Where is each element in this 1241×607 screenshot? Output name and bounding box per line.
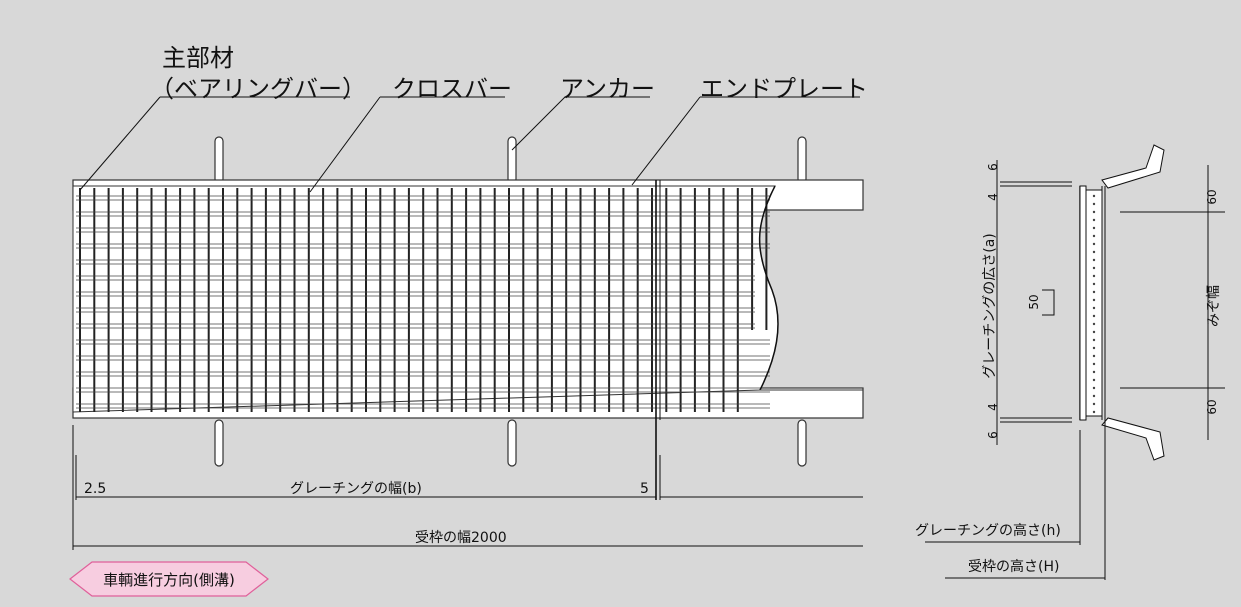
main-member-label: 主部材 xyxy=(162,44,234,72)
bearing-bar-label: （ベアリングバー） xyxy=(150,75,366,103)
section-holes xyxy=(1092,194,1096,414)
cross-section xyxy=(925,144,1225,580)
dim-4-top: 4 xyxy=(986,193,1000,201)
dim-right-value: 5 xyxy=(640,481,649,497)
grating-width-label: グレーチングの幅(b) xyxy=(290,481,422,497)
cross-bars xyxy=(76,195,770,409)
leader-lines xyxy=(79,96,860,193)
dim-6-top: 6 xyxy=(986,163,1000,171)
break-line xyxy=(758,185,779,391)
direction-arrow-shape xyxy=(69,561,269,597)
dim-60-bottom: 60 xyxy=(1205,399,1219,415)
bearing-bars xyxy=(79,188,768,412)
grating-height-label: グレーチングの高さ(h) xyxy=(915,523,1061,539)
dimension-lines xyxy=(72,425,863,550)
anchor-pins xyxy=(214,136,807,467)
dim-60-top: 60 xyxy=(1205,189,1219,205)
end-plate-label: エンドプレート xyxy=(700,75,868,103)
dim-50: 50 xyxy=(1027,294,1041,310)
grating-spread-label: グレーチングの広さ(a) xyxy=(982,233,998,379)
dim-6-bottom: 6 xyxy=(986,431,1000,439)
direction-label: 車輌進行方向(側溝) xyxy=(103,571,235,589)
dim-left-value: 2.5 xyxy=(84,481,107,497)
frame-width-label: 受枠の幅2000 xyxy=(415,530,507,546)
direction-badge: 車輌進行方向(側溝) xyxy=(70,562,268,596)
anchor-label: アンカー xyxy=(560,75,656,103)
ditch-width-label: みぞ幅 xyxy=(1206,285,1222,327)
cross-bar-label: クロスバー xyxy=(392,75,512,103)
dim-4-bottom: 4 xyxy=(986,403,1000,411)
grating-panel xyxy=(72,185,779,413)
frame-height-label: 受枠の高さ(H) xyxy=(968,559,1060,575)
